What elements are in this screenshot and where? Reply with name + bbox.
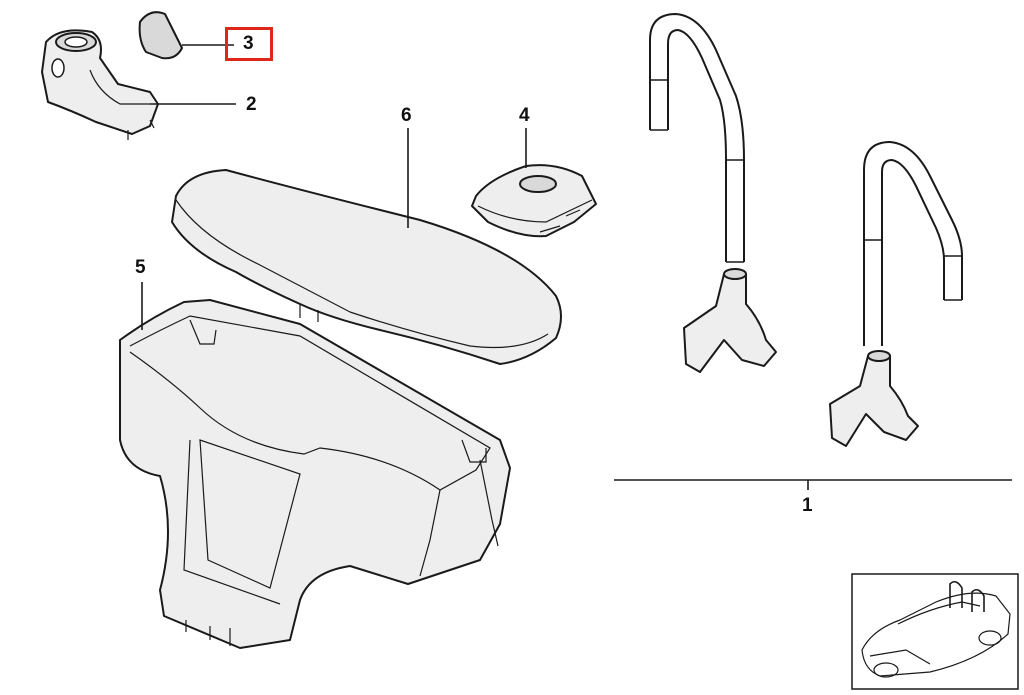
part-2-holder-bracket[interactable] bbox=[41, 29, 159, 140]
part-5-console-box[interactable] bbox=[119, 299, 511, 649]
part-1-roll-bar-right[interactable] bbox=[829, 140, 963, 447]
callout-3[interactable]: 3 bbox=[243, 33, 254, 54]
callout-4[interactable]: 4 bbox=[519, 105, 530, 126]
callout-6[interactable]: 6 bbox=[401, 105, 412, 126]
callout-5[interactable]: 5 bbox=[135, 257, 146, 278]
part-6-armrest-lid[interactable] bbox=[171, 169, 562, 365]
callout-3-highlight-box bbox=[225, 27, 273, 61]
callout-1[interactable]: 1 bbox=[802, 495, 813, 516]
part-3-cover-pad[interactable] bbox=[138, 11, 183, 60]
callout-2[interactable]: 2 bbox=[246, 94, 257, 115]
part-1-roll-bar-left[interactable] bbox=[649, 12, 777, 373]
car-location-inset bbox=[851, 573, 1019, 690]
part-4-cap[interactable] bbox=[471, 164, 597, 238]
